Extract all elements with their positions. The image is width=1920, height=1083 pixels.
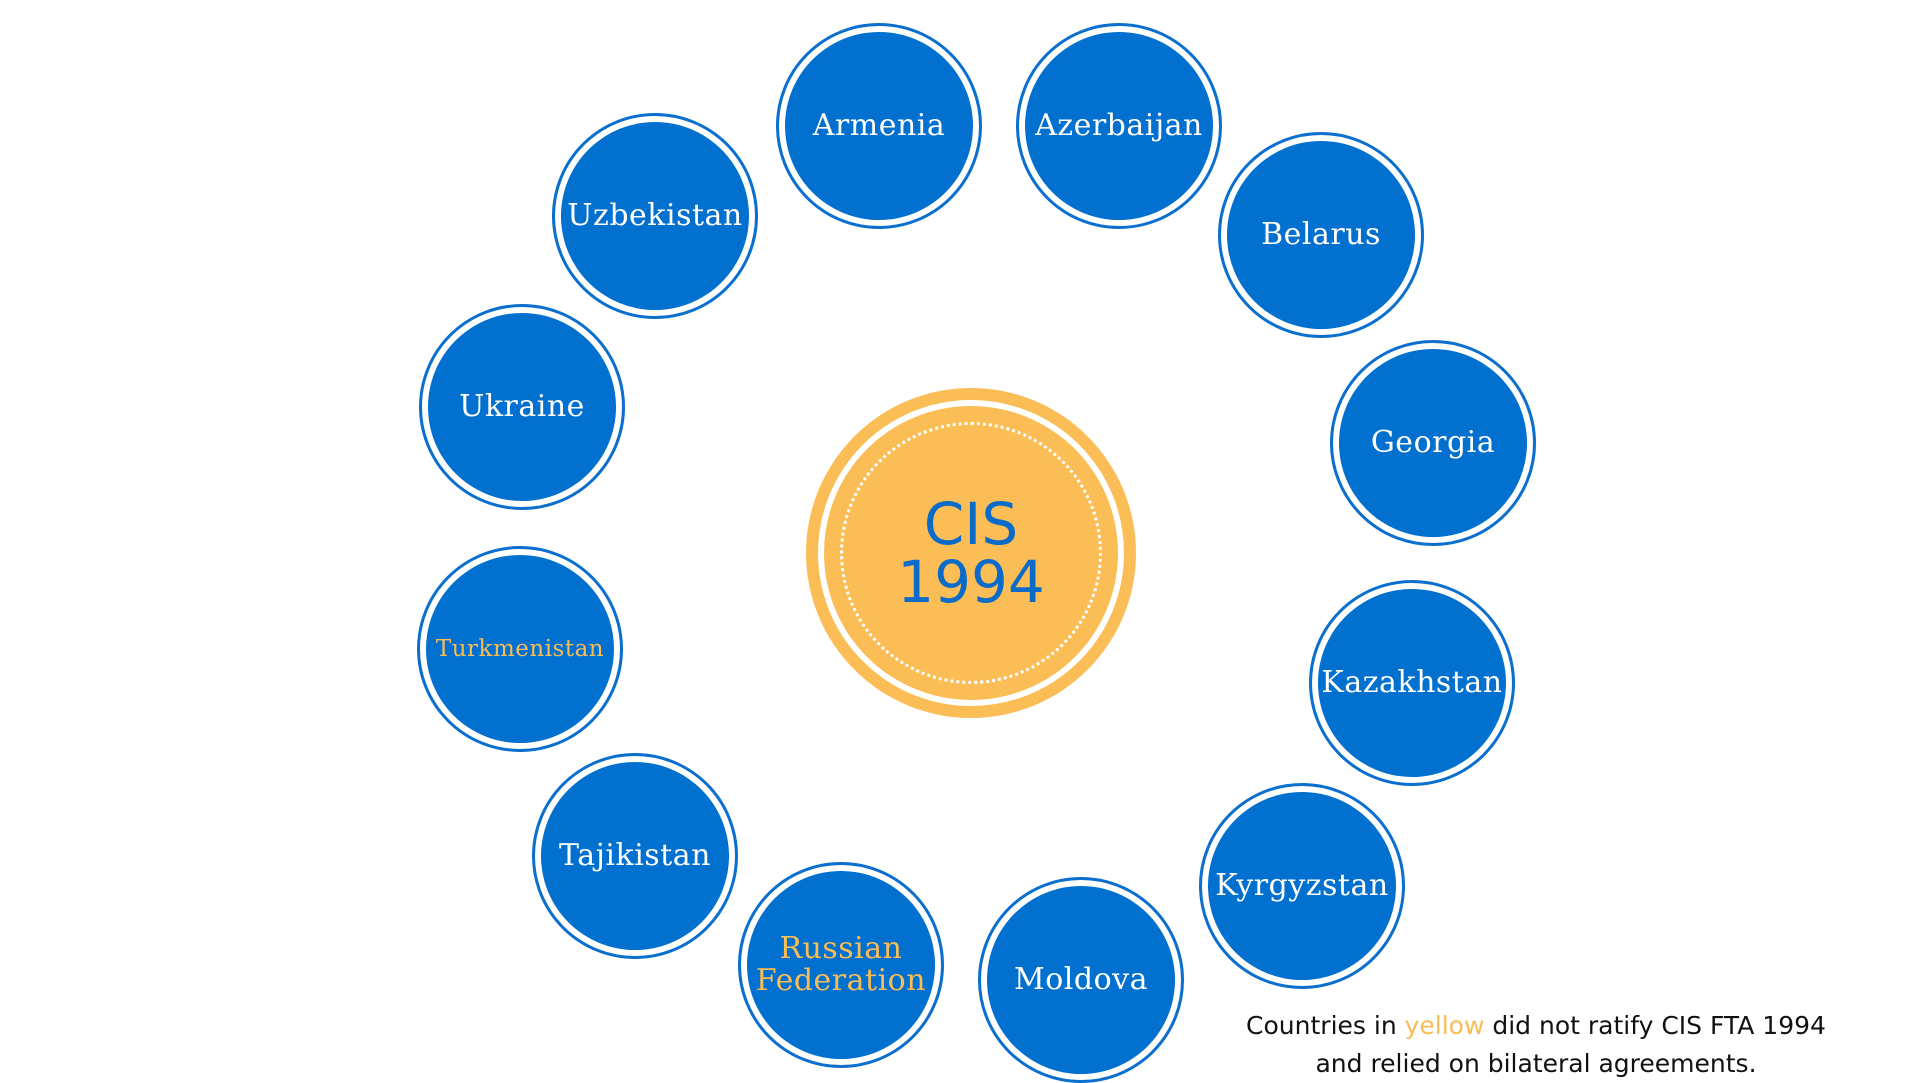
country-node-fill: Russian Federation bbox=[747, 871, 935, 1059]
country-label-kyrgyzstan: Kyrgyzstan bbox=[1215, 868, 1389, 903]
country-label-tajikistan: Tajikistan bbox=[559, 838, 711, 873]
legend-note-line1: Countries in yellow did not ratify CIS F… bbox=[1206, 1007, 1866, 1045]
country-label-azerbaijan: Azerbaijan bbox=[1035, 108, 1203, 143]
country-node-fill: Tajikistan bbox=[541, 762, 729, 950]
center-hub-year: 1994 bbox=[897, 548, 1045, 616]
center-hub-title: CIS bbox=[923, 490, 1019, 558]
country-node-kazakhstan: Kazakhstan bbox=[1309, 580, 1515, 786]
legend-note-highlight: yellow bbox=[1404, 1011, 1485, 1040]
center-hub: CIS 1994 bbox=[806, 388, 1136, 718]
legend-note-line2: and relied on bilateral agreements. bbox=[1315, 1049, 1757, 1078]
country-node-belarus: Belarus bbox=[1218, 132, 1424, 338]
country-node-armenia: Armenia bbox=[776, 23, 982, 229]
country-label-belarus: Belarus bbox=[1261, 217, 1381, 252]
legend-note-text-end: did not ratify CIS FTA 1994 bbox=[1484, 1011, 1826, 1040]
country-node-moldova: Moldova bbox=[978, 877, 1184, 1083]
country-label-georgia: Georgia bbox=[1370, 425, 1496, 460]
center-hub-dotted-ring bbox=[840, 422, 1102, 684]
legend-note-text-start: Countries in bbox=[1246, 1011, 1405, 1040]
country-node-fill: Belarus bbox=[1227, 141, 1415, 329]
country-node-fill: Turkmenistan bbox=[426, 555, 614, 743]
country-label-russian-federation-line1: Russian bbox=[779, 931, 903, 966]
country-node-georgia: Georgia bbox=[1330, 340, 1536, 546]
country-node-fill: Kyrgyzstan bbox=[1208, 792, 1396, 980]
country-node-fill: Armenia bbox=[785, 32, 973, 220]
country-node-fill: Kazakhstan bbox=[1318, 589, 1506, 777]
country-label-russian-federation-line2: Federation bbox=[755, 963, 927, 998]
country-node-turkmenistan: Turkmenistan bbox=[417, 546, 623, 752]
country-label-uzbekistan: Uzbekistan bbox=[567, 198, 743, 233]
country-label-turkmenistan: Turkmenistan bbox=[435, 635, 605, 662]
country-node-uzbekistan: Uzbekistan bbox=[552, 113, 758, 319]
country-node-fill: Ukraine bbox=[428, 313, 616, 501]
country-label-kazakhstan: Kazakhstan bbox=[1321, 665, 1503, 700]
country-label-armenia: Armenia bbox=[812, 108, 946, 143]
country-label-ukraine: Ukraine bbox=[459, 389, 585, 424]
country-node-russian-federation: Russian Federation bbox=[738, 862, 944, 1068]
country-label-moldova: Moldova bbox=[1014, 962, 1148, 997]
country-label-russian-federation: Russian Federation bbox=[756, 933, 926, 997]
country-node-fill: Moldova bbox=[987, 886, 1175, 1074]
country-node-azerbaijan: Azerbaijan bbox=[1016, 23, 1222, 229]
center-hub-ring bbox=[818, 400, 1124, 706]
country-node-ukraine: Ukraine bbox=[419, 304, 625, 510]
country-node-fill: Uzbekistan bbox=[561, 122, 749, 310]
center-hub-label: CIS 1994 bbox=[806, 388, 1136, 718]
country-node-tajikistan: Tajikistan bbox=[532, 753, 738, 959]
country-node-fill: Azerbaijan bbox=[1025, 32, 1213, 220]
country-node-kyrgyzstan: Kyrgyzstan bbox=[1199, 783, 1405, 989]
legend-note: Countries in yellow did not ratify CIS F… bbox=[1206, 1007, 1866, 1083]
country-node-fill: Georgia bbox=[1339, 349, 1527, 537]
